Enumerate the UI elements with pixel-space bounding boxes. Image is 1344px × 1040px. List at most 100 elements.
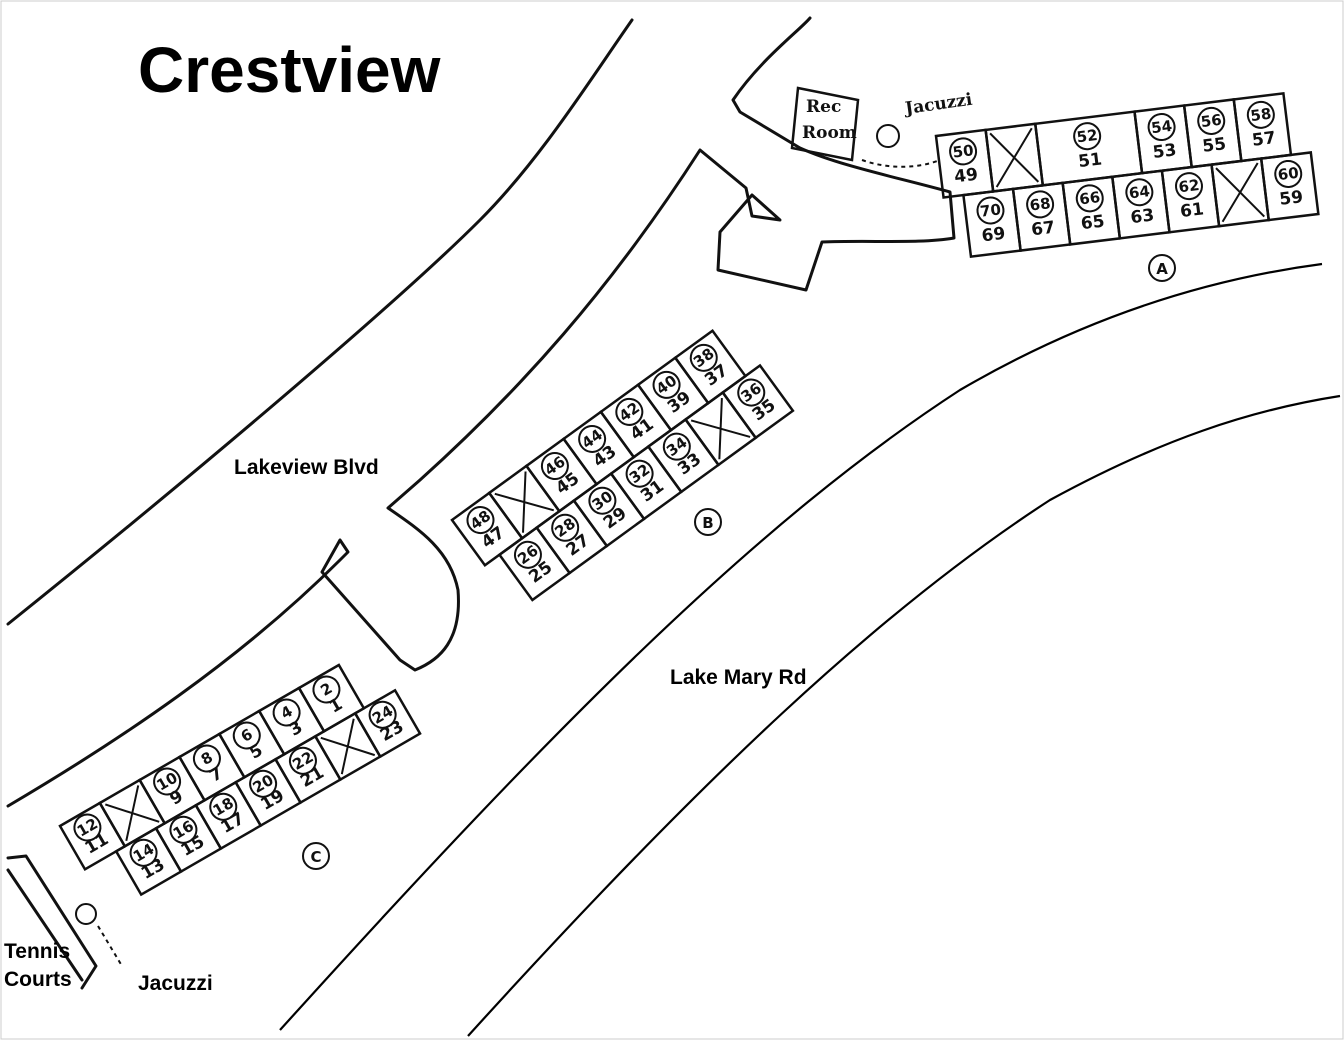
lake-mary-road-edge-2 bbox=[467, 394, 1341, 1037]
unit-circle-marker bbox=[209, 792, 238, 821]
building-a-marker: A bbox=[1148, 254, 1176, 282]
lakeview-blvd-label: Lakeview Blvd bbox=[234, 456, 379, 479]
unit-outline bbox=[721, 363, 795, 440]
building-c-marker: C bbox=[302, 842, 330, 870]
unit-circle-marker bbox=[1147, 113, 1176, 142]
unit-circle-marker bbox=[976, 196, 1005, 225]
unit-circle-marker bbox=[689, 343, 718, 372]
unit-number: 1 bbox=[326, 694, 346, 717]
unit-circled-number: 64 bbox=[1128, 182, 1151, 202]
building-c-label: C bbox=[310, 848, 321, 866]
unit-number: 5 bbox=[246, 740, 266, 763]
unit-circle-marker bbox=[272, 698, 301, 727]
building-b: 4847464544434241403938372625282730293231… bbox=[450, 328, 795, 602]
unit-circle-marker bbox=[1073, 122, 1102, 151]
unit-crossed-mark bbox=[104, 785, 160, 842]
jacuzzi-top-path bbox=[861, 159, 941, 168]
unit-circle-marker bbox=[1274, 159, 1303, 188]
unit-circle-marker bbox=[540, 451, 569, 480]
jacuzzi-bottom-label: Jacuzzi bbox=[138, 972, 213, 995]
unit-circle-marker bbox=[662, 432, 691, 461]
unit-number: 9 bbox=[166, 786, 186, 809]
unit-number: 3 bbox=[286, 717, 306, 740]
jacuzzi-top-icon bbox=[876, 124, 900, 148]
unit-number: 7 bbox=[206, 763, 226, 786]
unit-circle-marker bbox=[578, 424, 607, 453]
building-c-outer-unit: 43 bbox=[257, 686, 326, 757]
unit-number: 67 bbox=[1030, 218, 1056, 241]
unit-circle-marker bbox=[249, 769, 278, 798]
unit-number: 49 bbox=[953, 165, 979, 188]
tennis-courts-label-2: Courts bbox=[4, 968, 72, 991]
unit-number: 57 bbox=[1251, 128, 1277, 151]
unit-circled-number: 70 bbox=[979, 200, 1002, 220]
unit-outline bbox=[353, 688, 422, 759]
unit-circled-number: 58 bbox=[1249, 105, 1272, 125]
unit-crossed-mark bbox=[1215, 162, 1265, 223]
tennis-courts-boundary bbox=[6, 854, 98, 990]
unit-circled-number: 60 bbox=[1277, 164, 1300, 184]
unit-circle-marker bbox=[737, 378, 766, 407]
unit-outline bbox=[1259, 151, 1320, 222]
lakeview-right-edge bbox=[6, 16, 956, 808]
unit-number: 51 bbox=[1077, 149, 1103, 172]
unit-circle-marker bbox=[652, 370, 681, 399]
building-a-bottom-unit bbox=[1210, 157, 1271, 228]
building-a-top-unit bbox=[984, 122, 1045, 193]
unit-number: 59 bbox=[1278, 187, 1304, 210]
unit-circle-marker bbox=[368, 700, 397, 729]
lake-mary-road-edge-1 bbox=[279, 262, 1323, 1031]
unit-crossed-mark bbox=[320, 718, 376, 775]
building-c-outer-unit: 65 bbox=[217, 709, 286, 780]
unit-circle-marker bbox=[466, 506, 495, 535]
unit-number: 63 bbox=[1129, 205, 1155, 228]
unit-circled-number: 50 bbox=[952, 141, 975, 161]
building-a: 5049525154535655585770696867666564636261… bbox=[934, 91, 1320, 259]
building-c-inner-unit bbox=[313, 711, 382, 782]
unit-number: 55 bbox=[1201, 134, 1227, 157]
unit-crossed-mark bbox=[989, 127, 1040, 188]
unit-circle-marker bbox=[1026, 190, 1055, 219]
unit-crossed-mark bbox=[494, 471, 555, 533]
tennis-courts-label-1: Tennis bbox=[4, 940, 70, 963]
unit-circle-marker bbox=[588, 486, 617, 515]
unit-number: 65 bbox=[1080, 212, 1106, 235]
page-title: Crestview bbox=[138, 34, 441, 106]
jacuzzi-bottom-icon bbox=[75, 903, 97, 925]
unit-circled-number: 52 bbox=[1076, 126, 1099, 146]
unit-circle-marker bbox=[949, 137, 978, 166]
unit-crossed-mark bbox=[690, 398, 751, 460]
unit-circle-marker bbox=[1246, 100, 1275, 129]
building-c-outer-unit: 87 bbox=[177, 732, 247, 803]
building-b-marker: B bbox=[694, 508, 722, 536]
unit-circle-marker bbox=[513, 540, 542, 569]
unit-circle-marker bbox=[551, 513, 580, 542]
rec-room: Rec Room bbox=[790, 86, 860, 162]
unit-circled-number: 56 bbox=[1200, 111, 1223, 131]
unit-circle-marker bbox=[615, 397, 644, 426]
unit-number: 53 bbox=[1152, 140, 1178, 163]
jacuzzi-top-label: Jacuzzi bbox=[902, 90, 974, 120]
jacuzzi-bottom-path bbox=[97, 925, 123, 967]
unit-circle-marker bbox=[288, 746, 317, 775]
unit-circle-marker bbox=[129, 838, 158, 867]
lake-mary-rd-label: Lake Mary Rd bbox=[670, 666, 807, 689]
unit-circle-marker bbox=[153, 767, 182, 796]
building-b-label: B bbox=[702, 514, 713, 532]
